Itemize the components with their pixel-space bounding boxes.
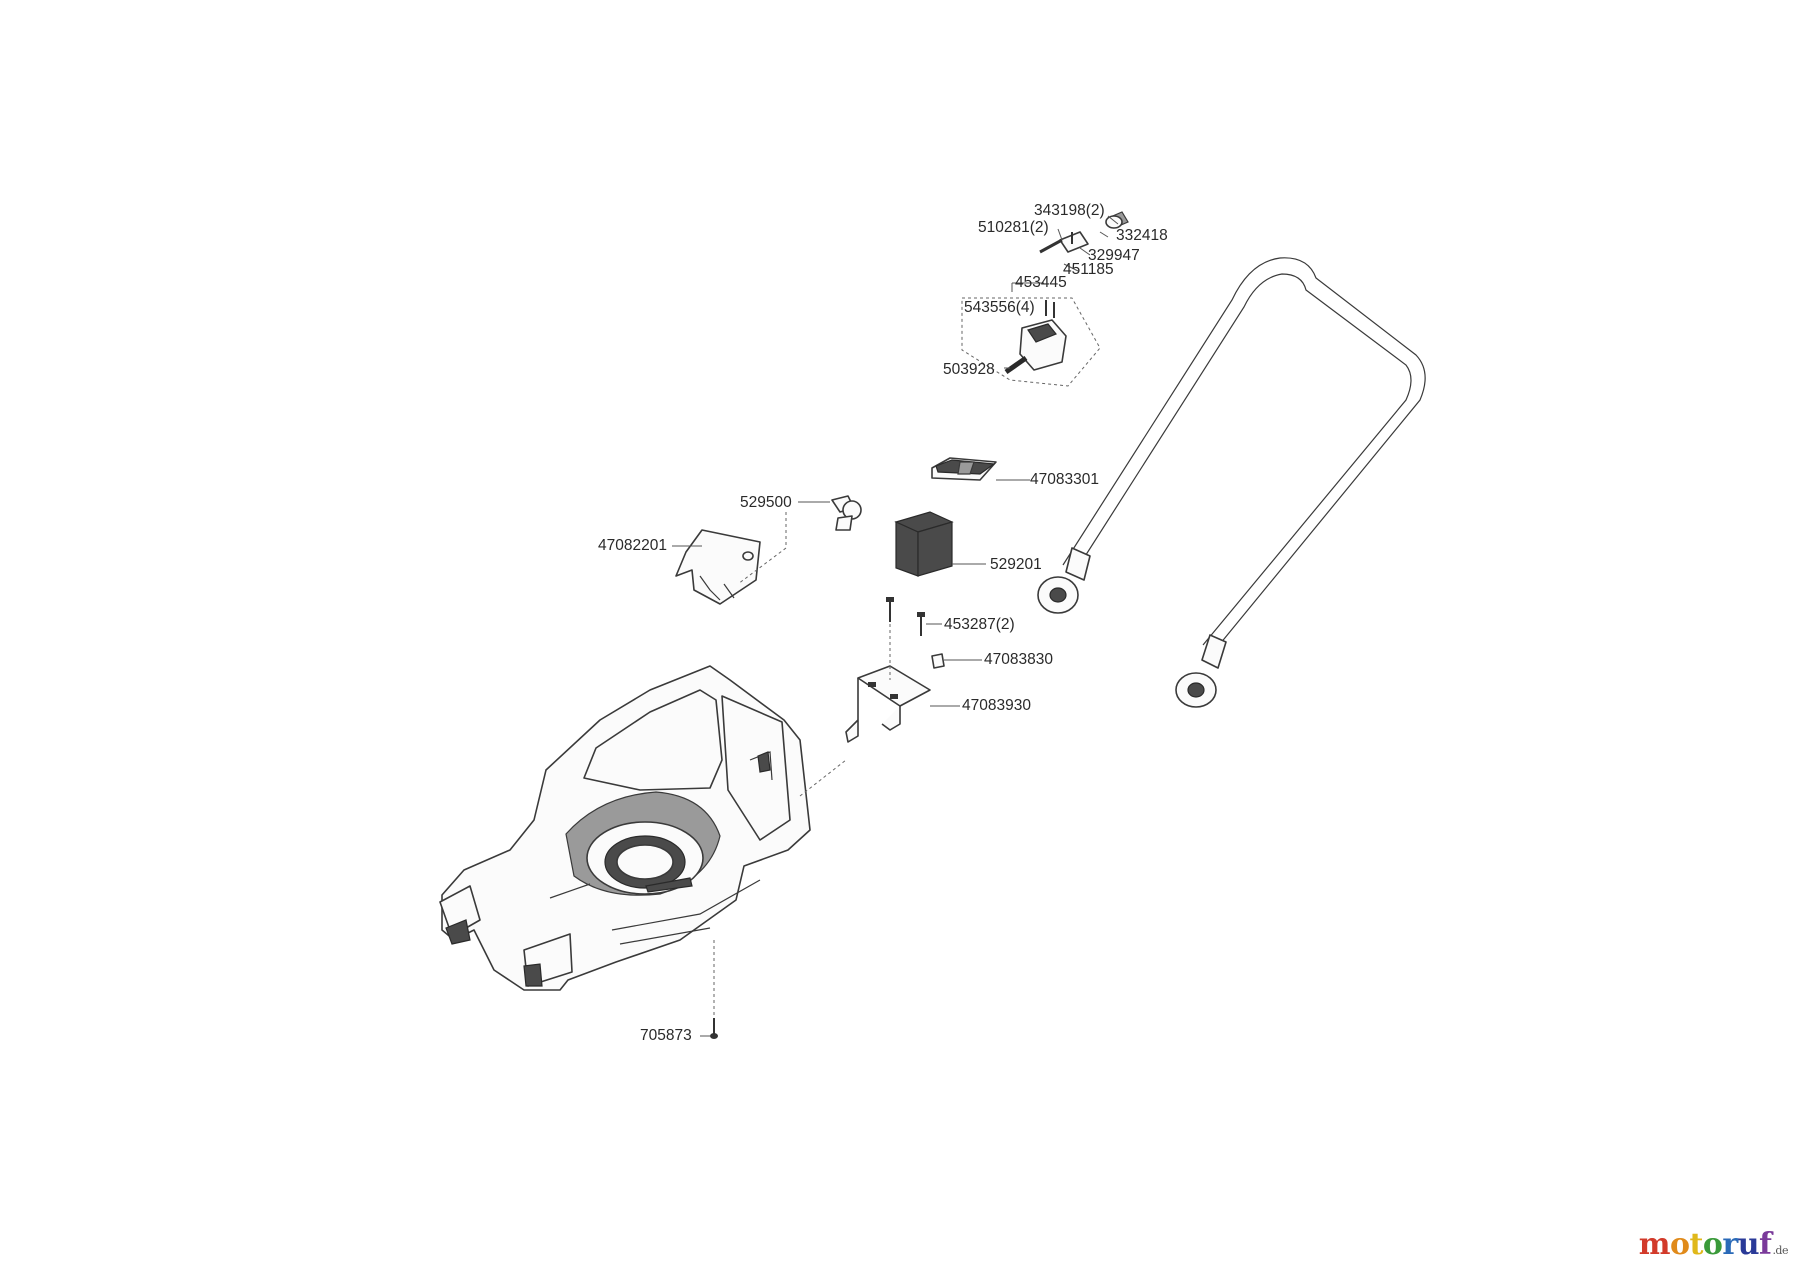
switch-assembly (961, 211, 1129, 387)
label-47082201: 47082201 (598, 537, 667, 554)
label-343198: 343198(2) (1034, 202, 1105, 219)
part-47083930 (845, 665, 931, 743)
part-47083301 (931, 457, 997, 481)
logo-letter: r (1722, 1227, 1738, 1262)
label-451185: 451185 (1063, 261, 1114, 278)
label-510281: 510281(2) (978, 219, 1049, 236)
leader-lines (672, 215, 1119, 1037)
part-705873 (710, 1018, 718, 1039)
label-529201: 529201 (990, 556, 1042, 573)
label-47083930: 47083930 (962, 697, 1031, 714)
label-47083830: 47083830 (984, 651, 1053, 668)
logo-letter: o (1670, 1227, 1690, 1262)
label-329947: 329947 (1088, 247, 1140, 264)
logo-letter: o (1702, 1227, 1723, 1262)
part-529201 (894, 511, 954, 577)
logo-letter: u (1737, 1227, 1760, 1262)
logo-tld: .de (1772, 1244, 1788, 1257)
mower-deck (439, 665, 811, 991)
label-332418: 332418 (1116, 227, 1168, 244)
part-529500 (831, 495, 862, 531)
label-453287: 453287(2) (944, 616, 1015, 633)
label-503928: 503928 (943, 361, 995, 378)
part-47083830 (931, 653, 945, 669)
part-453287 (886, 597, 925, 636)
label-529500: 529500 (740, 494, 792, 511)
part-47082201 (675, 529, 761, 605)
logo-letter: f (1759, 1227, 1772, 1262)
label-705873: 705873 (640, 1027, 692, 1044)
handle-bar (1037, 257, 1426, 708)
label-543556: 543556(4) (964, 299, 1035, 316)
label-453445: 453445 (1015, 274, 1067, 291)
label-47083301: 47083301 (1030, 471, 1099, 488)
motoruf-watermark-logo: motoruf.de (1638, 1227, 1789, 1262)
logo-letter: t (1689, 1227, 1704, 1262)
logo-letter: m (1638, 1227, 1671, 1262)
